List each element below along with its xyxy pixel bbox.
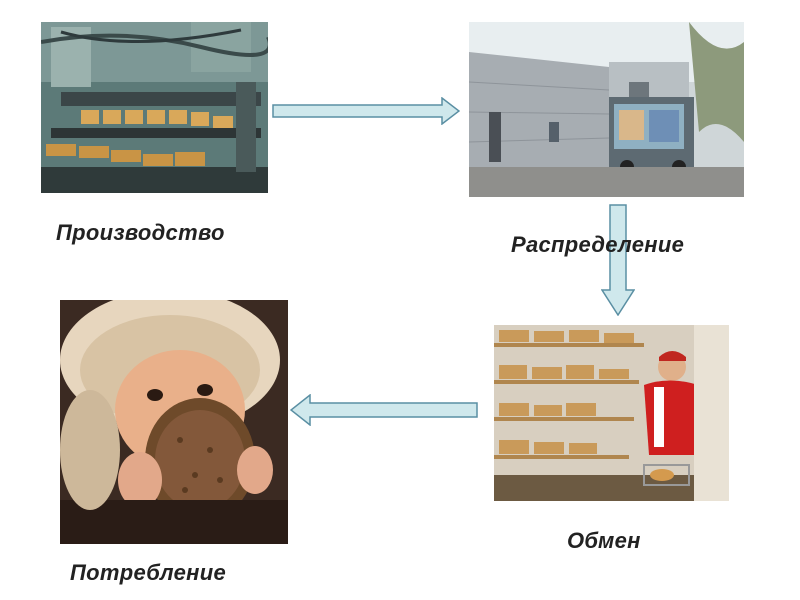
consumption-photo [60,300,288,544]
production-caption: Производство [56,220,225,245]
arrow-right-icon [272,97,460,125]
production-photo [41,22,268,193]
distribution-caption: Распределение [511,232,685,257]
distribution-photo [469,22,744,197]
arrow-down-icon [601,204,635,316]
arrow-left-icon [290,394,478,426]
consumption-caption: Потребление [70,560,226,585]
exchange-photo [494,325,729,501]
exchange-caption: Обмен [567,528,641,553]
